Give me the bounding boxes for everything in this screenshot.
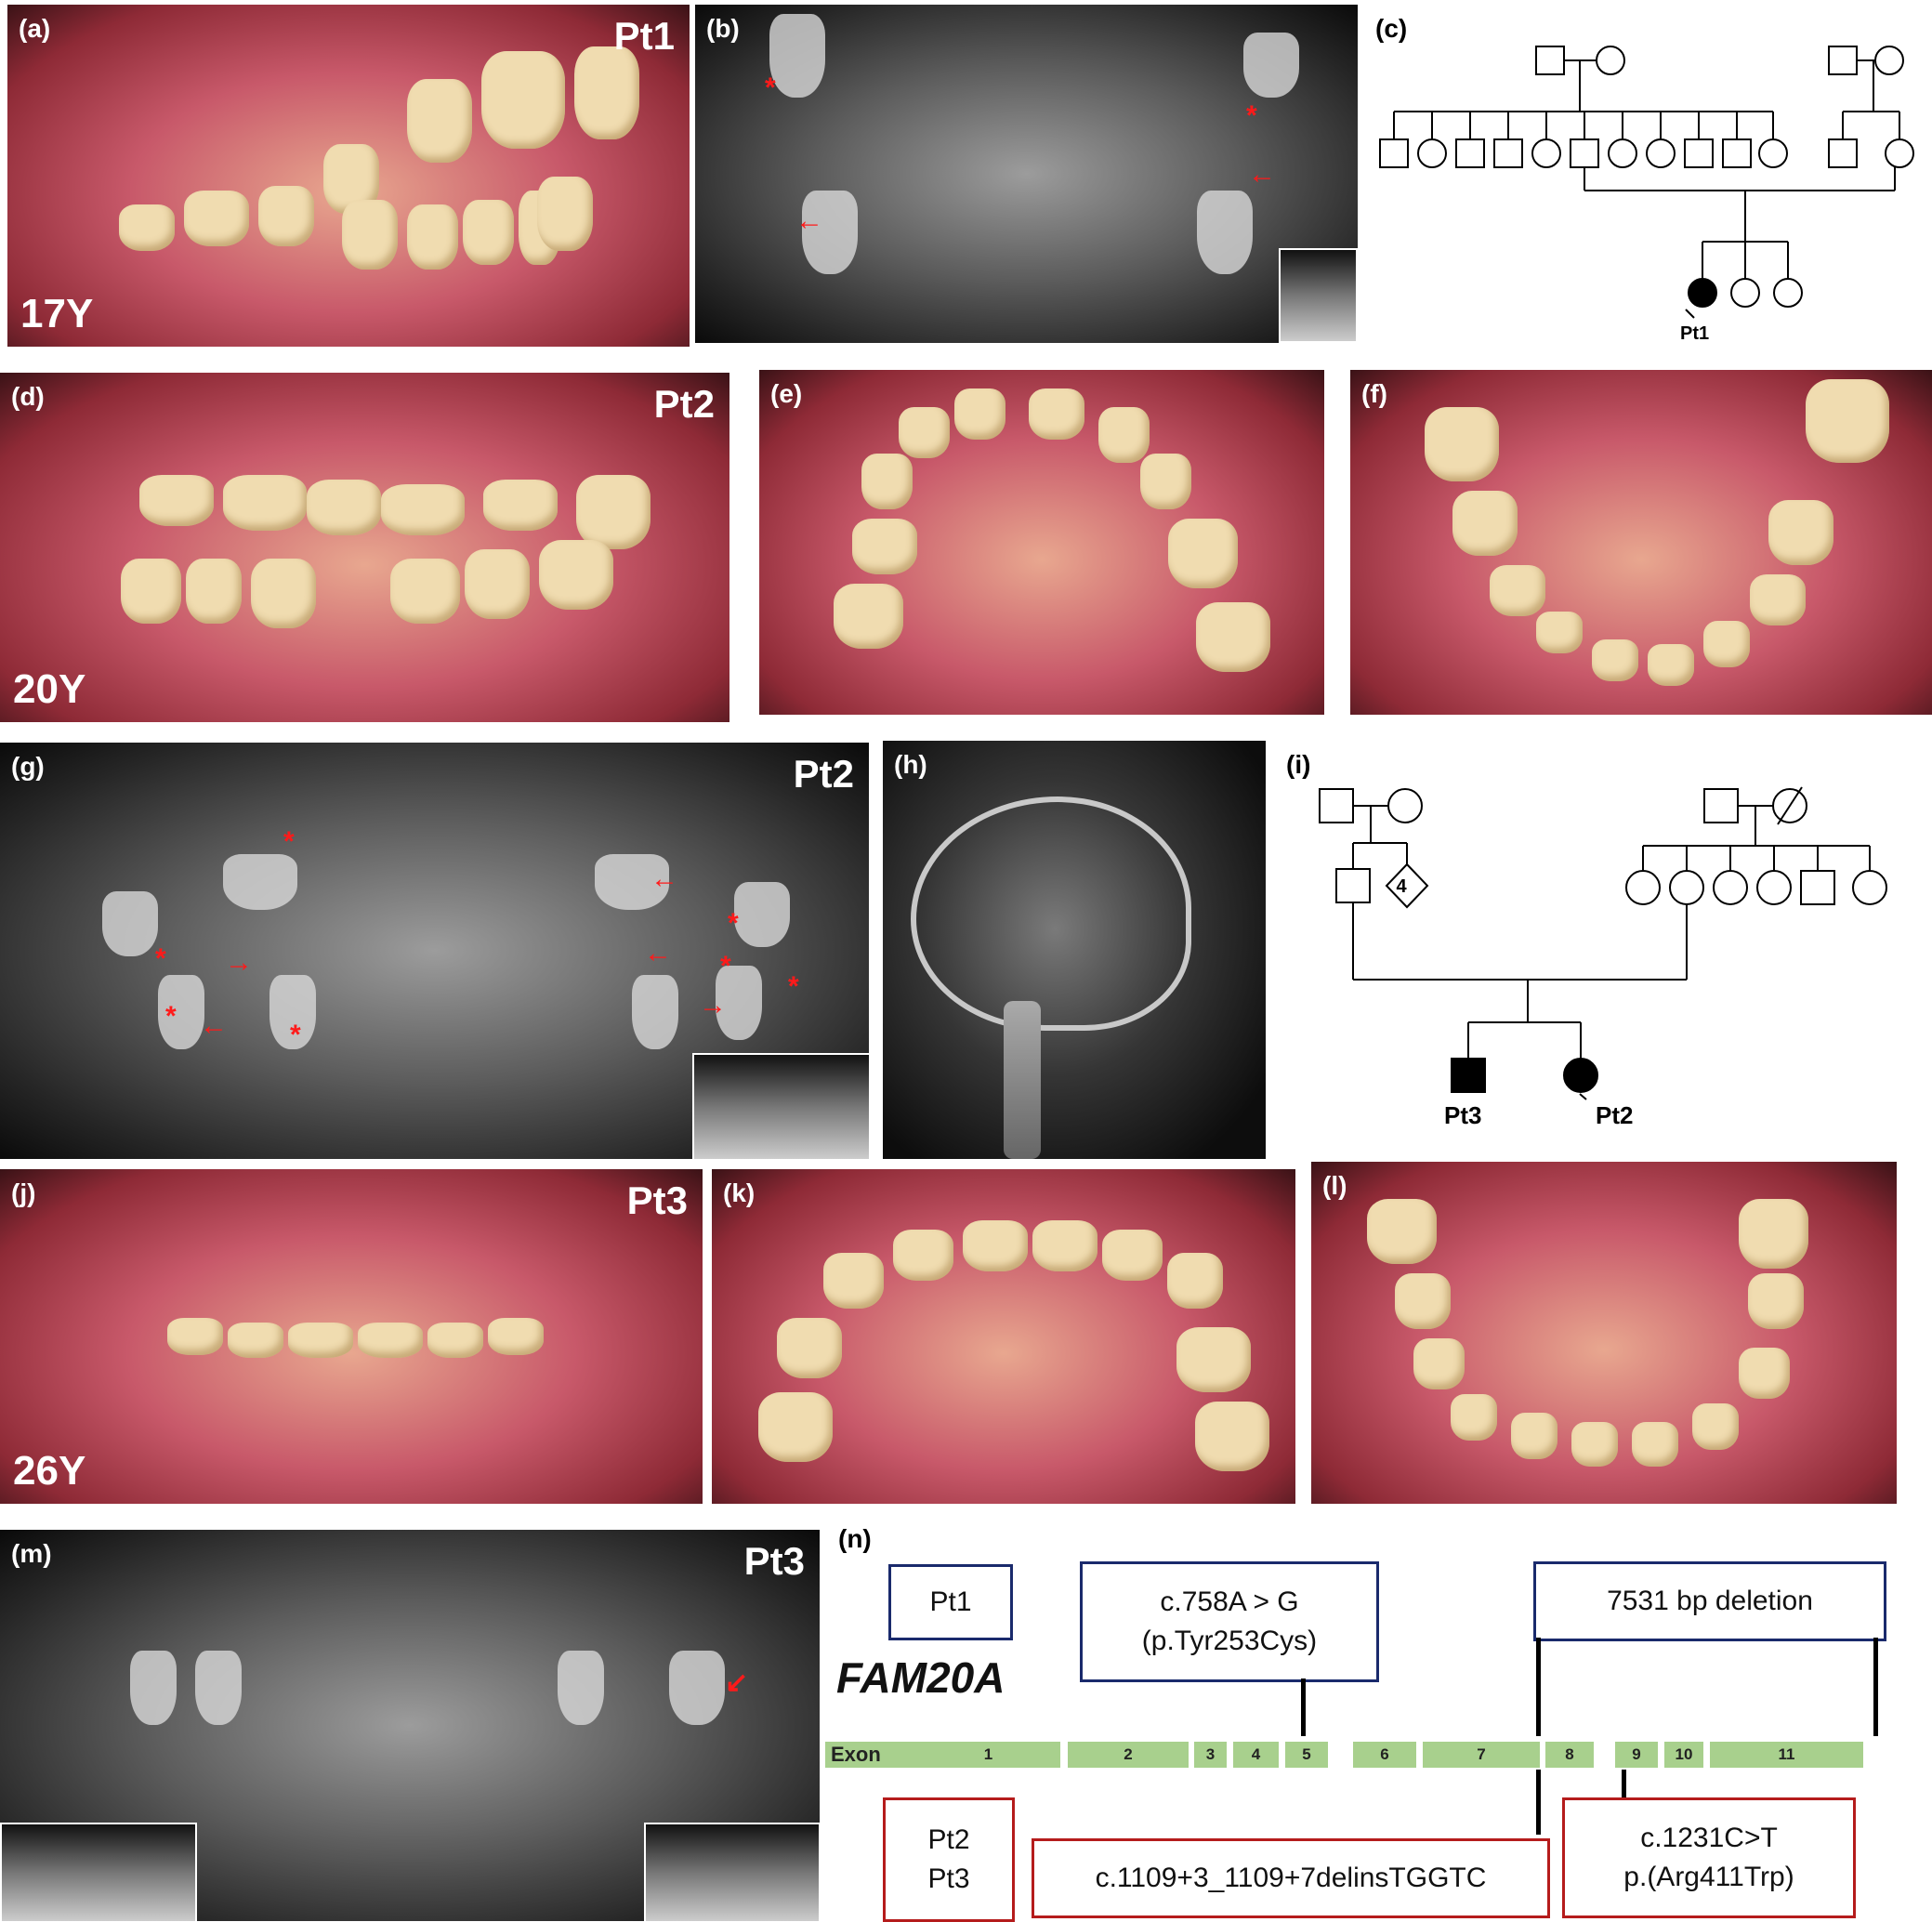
red-arrow: ← xyxy=(644,938,672,968)
pt2-label: Pt2 xyxy=(1596,1101,1633,1129)
exon-axis-label: Exon xyxy=(825,1742,922,1768)
panel-i-pedigree: (i) xyxy=(1275,741,1932,1159)
red-asterisk: * xyxy=(290,1020,301,1050)
splice-variant-pointer xyxy=(1536,1770,1541,1835)
panel-b-panoramic-xray: * * ← ← (b) xyxy=(695,5,1358,343)
panel-e-maxillary-occlusal-photo: (e) xyxy=(759,370,1324,715)
splice-variant-box: c.1109+3_1109+7delinsTGGTC xyxy=(1032,1838,1550,1918)
panel-label: (h) xyxy=(894,750,927,779)
panel-f-mandibular-occlusal-photo: (f) xyxy=(1350,370,1932,715)
periapical-inset-right xyxy=(644,1823,820,1921)
missense-variant-pointer xyxy=(1622,1770,1626,1797)
panel-h-lateral-cephalogram: (h) xyxy=(883,741,1266,1159)
panel-label: (a) xyxy=(19,14,51,43)
red-asterisk: * xyxy=(788,971,799,1002)
red-asterisk: * xyxy=(720,951,731,981)
red-asterisk: * xyxy=(765,72,776,103)
red-arrow: ↙ xyxy=(725,1667,749,1698)
periapical-inset xyxy=(692,1053,869,1159)
panel-label: (c) xyxy=(1375,14,1408,43)
exon-2: 2 xyxy=(1068,1742,1189,1768)
exon-5: 5 xyxy=(1285,1742,1328,1768)
periapical-inset-left xyxy=(0,1823,197,1921)
panel-label: (l) xyxy=(1322,1171,1347,1200)
patient-tag: Pt1 xyxy=(613,14,675,58)
red-asterisk: * xyxy=(1246,100,1257,131)
patient-tag: Pt2 xyxy=(653,382,715,426)
panel-label: (f) xyxy=(1361,379,1387,408)
periapical-inset xyxy=(1279,248,1358,343)
red-asterisk: * xyxy=(165,1001,177,1032)
panel-label: (g) xyxy=(11,752,45,781)
pt1-missense-box: c.758A > G (p.Tyr253Cys) xyxy=(1080,1561,1379,1682)
patient-tag: Pt3 xyxy=(626,1178,688,1222)
missense-variant-box: c.1231C>T p.(Arg411Trp) xyxy=(1562,1797,1856,1918)
variant-protein: (p.Tyr253Cys) xyxy=(1141,1626,1318,1656)
panel-label: (b) xyxy=(706,14,740,43)
variant-cdna: c.758A > G xyxy=(1160,1586,1299,1617)
red-arrow: → xyxy=(225,947,253,978)
panel-label: (d) xyxy=(11,382,45,411)
pedigree-chart: 4 Pt3 Pt2 xyxy=(1319,786,1887,1129)
red-asterisk: * xyxy=(728,908,739,939)
sibling-count: 4 xyxy=(1396,876,1407,897)
exon-4: 4 xyxy=(1233,1742,1279,1768)
pt1-deletion-box: 7531 bp deletion xyxy=(1533,1561,1886,1641)
pt1-label: Pt1 xyxy=(929,1586,972,1617)
panel-label: (m) xyxy=(11,1539,52,1568)
panel-a-intraoral-photo: (a) Pt1 17Y xyxy=(7,5,690,347)
red-arrow: ← xyxy=(1248,159,1276,190)
deletion-label: 7531 bp deletion xyxy=(1607,1586,1813,1616)
deletion-end-pointer xyxy=(1873,1638,1878,1736)
exon-1: 1 xyxy=(916,1742,1060,1768)
panel-m-panoramic-xray: ↙ (m) Pt3 xyxy=(0,1530,820,1921)
exon-8: 8 xyxy=(1545,1742,1594,1768)
panel-c-pedigree: (c) xyxy=(1364,5,1932,349)
panel-g-panoramic-xray: * * * * * * * ← → ← ← → (g) Pt2 xyxy=(0,743,869,1159)
exon-3: 3 xyxy=(1194,1742,1227,1768)
exon-10: 10 xyxy=(1664,1742,1703,1768)
splice-variant-label: c.1109+3_1109+7delinsTGGTC xyxy=(1095,1863,1487,1893)
exon-9: 9 xyxy=(1615,1742,1658,1768)
panel-j-intraoral-photo: (j) Pt3 26Y xyxy=(0,1169,703,1504)
skull-outline xyxy=(911,796,1191,1031)
panel-label: (j) xyxy=(11,1178,36,1207)
panel-l-mandibular-occlusal-photo: (l) xyxy=(1311,1162,1897,1504)
age-label: 20Y xyxy=(13,666,86,712)
pt1-box: Pt1 xyxy=(888,1564,1013,1640)
variant-pointer xyxy=(1301,1678,1306,1736)
red-asterisk: * xyxy=(155,943,166,974)
pt3-label: Pt3 xyxy=(1444,1101,1481,1129)
deletion-start-pointer xyxy=(1536,1638,1541,1736)
panel-label: (n) xyxy=(838,1524,872,1553)
age-label: 26Y xyxy=(13,1448,86,1494)
exon-6: 6 xyxy=(1353,1742,1416,1768)
red-arrow: ← xyxy=(651,863,678,894)
panel-k-maxillary-occlusal-photo: (k) xyxy=(712,1169,1295,1504)
red-asterisk: * xyxy=(283,826,295,857)
panel-label: (e) xyxy=(770,379,803,408)
patient-tag: Pt2 xyxy=(793,752,854,796)
age-label: 17Y xyxy=(20,291,94,336)
gene-name: FAM20A xyxy=(836,1653,1005,1702)
pt3-label: Pt3 xyxy=(927,1863,970,1894)
panel-label: (i) xyxy=(1286,750,1311,779)
exon-11: 11 xyxy=(1710,1742,1863,1768)
red-arrow: ← xyxy=(795,205,823,236)
variant-cdna: c.1231C>T xyxy=(1640,1823,1778,1853)
pedigree-chart: Pt1 xyxy=(1379,46,1914,344)
proband-label: Pt1 xyxy=(1680,323,1709,344)
patient-tag: Pt3 xyxy=(743,1539,805,1583)
panel-label: (k) xyxy=(723,1178,756,1207)
panel-d-intraoral-photo: (d) Pt2 20Y xyxy=(0,373,729,722)
pt2-pt3-box: Pt2 Pt3 xyxy=(883,1797,1015,1922)
red-arrow: → xyxy=(699,990,727,1020)
pt2-label: Pt2 xyxy=(927,1824,970,1855)
exon-7: 7 xyxy=(1423,1742,1540,1768)
red-arrow: ← xyxy=(200,1010,228,1041)
cervical-spine xyxy=(1004,1001,1041,1159)
variant-protein: p.(Arg411Trp) xyxy=(1623,1862,1794,1892)
